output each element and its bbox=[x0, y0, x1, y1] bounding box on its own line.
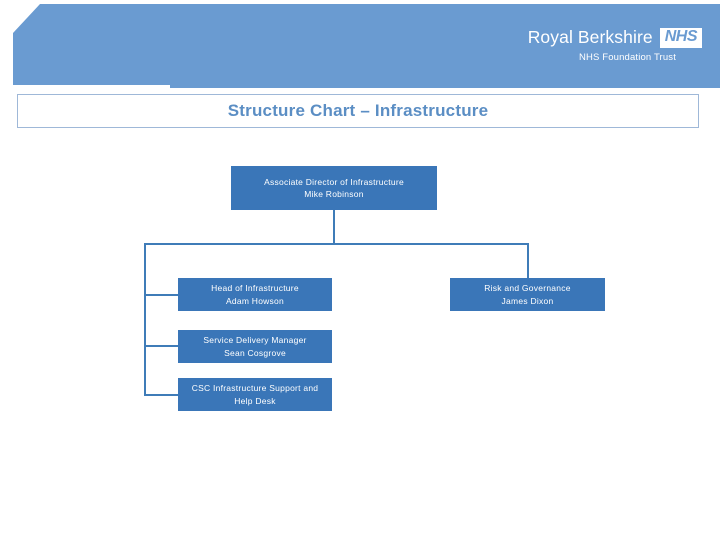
org-node-head-of-infrastructure[interactable]: Head of Infrastructure Adam Howson bbox=[178, 278, 332, 311]
page-title: Structure Chart – Infrastructure bbox=[227, 101, 489, 120]
org-node-role: Service Delivery Manager bbox=[203, 335, 307, 346]
banner-shape-left-angled bbox=[13, 4, 173, 85]
header-banner: Royal Berkshire NHS NHS Foundation Trust bbox=[0, 0, 720, 92]
nhs-logo-icon: NHS bbox=[659, 28, 702, 48]
org-node-name: Help Desk bbox=[234, 395, 276, 406]
org-node-service-delivery-manager[interactable]: Service Delivery Manager Sean Cosgrove bbox=[178, 330, 332, 363]
org-node-role: Associate Director of Infrastructure bbox=[264, 176, 404, 187]
org-node-role: CSC Infrastructure Support and bbox=[191, 383, 319, 394]
org-node-csc-infrastructure-support[interactable]: CSC Infrastructure Support and Help Desk bbox=[178, 378, 332, 411]
org-node-role: Head of Infrastructure bbox=[211, 283, 299, 294]
connector-branch-head-of-infrastructure bbox=[144, 294, 179, 296]
org-node-name: Sean Cosgrove bbox=[224, 347, 286, 358]
connector-branch-csc-infrastructure-support bbox=[144, 394, 179, 396]
logo-row: Royal Berkshire NHS bbox=[502, 28, 702, 48]
org-node-name: Adam Howson bbox=[225, 295, 285, 306]
banner-shape-right bbox=[170, 4, 720, 88]
org-node-risk-and-governance[interactable]: Risk and Governance James Dixon bbox=[450, 278, 605, 311]
nhs-trust-logo: Royal Berkshire NHS NHS Foundation Trust bbox=[502, 28, 702, 62]
org-node-name: James Dixon bbox=[501, 295, 554, 306]
org-node-role: Risk and Governance bbox=[484, 283, 571, 294]
org-node-associate-director[interactable]: Associate Director of Infrastructure Mik… bbox=[231, 166, 437, 210]
trust-subtitle: NHS Foundation Trust bbox=[579, 51, 676, 63]
connector-left-spine bbox=[144, 243, 146, 395]
page-title-bar: Structure Chart – Infrastructure bbox=[17, 94, 699, 128]
org-node-name: Mike Robinson bbox=[304, 189, 364, 199]
trust-name: Royal Berkshire bbox=[527, 27, 653, 48]
connector-root-stem bbox=[333, 210, 335, 244]
connector-horizontal-bus bbox=[144, 243, 529, 245]
connector-branch-service-delivery-manager bbox=[144, 345, 179, 347]
connector-right-drop bbox=[527, 243, 529, 279]
